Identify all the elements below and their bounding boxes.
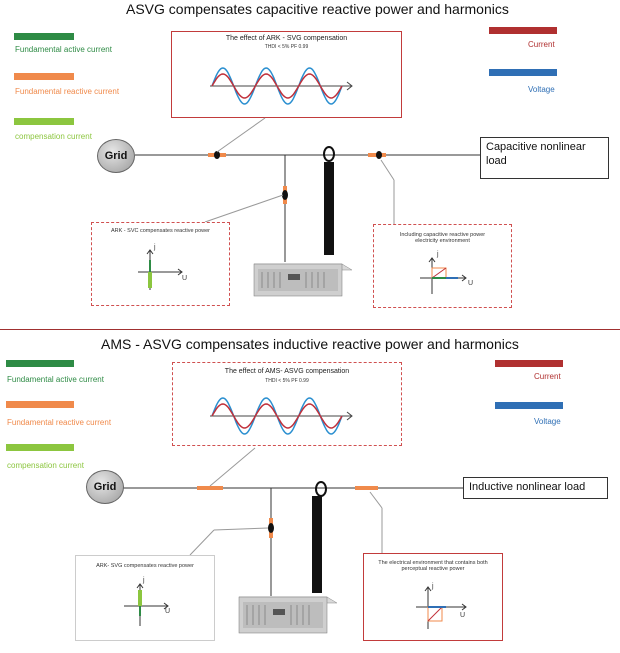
vector-box-right-2-title: The electrical environment that contains… <box>378 560 488 572</box>
panel1-wiring <box>135 117 480 262</box>
legend-swatch-reactive <box>14 73 74 80</box>
panel-divider <box>0 329 620 330</box>
legend-label-reactive: Fundamental reactive current <box>15 87 120 96</box>
axis-j-left-2: j <box>143 577 145 584</box>
legend2-label-voltage: Voltage <box>534 417 561 426</box>
legend-swatch-active <box>14 33 74 40</box>
current-wave-2 <box>211 403 343 429</box>
phasor-right-1 <box>420 257 467 294</box>
legend-swatch-current <box>489 27 557 34</box>
panel2-title: AMS - ASVG compensates inductive reactiv… <box>101 336 519 352</box>
panel1-title: ASVG compensates capacitive reactive pow… <box>126 1 509 17</box>
axis-j-right-1: j <box>437 251 439 258</box>
waveform-1 <box>210 67 353 105</box>
wave-box-1-subtitle: THDI < 5% PF 0.99 <box>264 44 309 50</box>
legend-label-current: Current <box>528 40 555 49</box>
vector-box-left-2-title: ARK- SVG compensates reactive power <box>96 563 194 569</box>
legend2-label-active: Fundamental active current <box>7 375 104 384</box>
vector-box-right-1: Including capacitive reactive power elec… <box>373 224 512 308</box>
current-wave-1 <box>211 73 343 99</box>
axis-j-right-2: j <box>432 583 434 590</box>
legend-label-voltage: Voltage <box>528 85 555 94</box>
legend2-label-reactive: Fundamental reactive current <box>7 418 112 427</box>
legend2-label-compensation: compensation current <box>7 461 84 470</box>
wave-box-2-title: The effect of AMS- ASVG compensation <box>224 368 350 375</box>
phasor-left-2 <box>124 583 169 626</box>
legend2-swatch-current <box>495 360 563 367</box>
axis-j-left-1: j <box>154 244 156 251</box>
legend2-swatch-reactive <box>6 401 74 408</box>
legend-label-compensation: compensation current <box>15 132 92 141</box>
axis-u-right-2: U <box>460 612 466 619</box>
axis-u-right-1: U <box>468 280 474 287</box>
legend2-swatch-voltage <box>495 402 563 409</box>
phasor-left-1 <box>138 249 183 290</box>
axis-u-left-2: U <box>165 608 171 615</box>
legend2-label-current: Current <box>534 372 561 381</box>
phasor-right-2 <box>416 586 467 629</box>
legend-swatch-voltage <box>489 69 557 76</box>
wave-box-2: The effect of AMS- ASVG compensation THD… <box>172 362 402 446</box>
legend-label-active: Fundamental active current <box>15 45 112 54</box>
grid-node-2: Grid <box>86 470 124 504</box>
vector-box-left-1-title: ARK - SVC compensates reactive power <box>110 228 211 234</box>
wave-box-2-subtitle: THDI < 5% PF 0.99 <box>265 378 309 384</box>
legend2-swatch-compensation <box>6 444 74 451</box>
axis-u-left-1: U <box>182 275 188 282</box>
vector-box-left-1: ARK - SVC compensates reactive power <box>91 222 230 306</box>
vector-box-right-2: The electrical environment that contains… <box>363 553 503 641</box>
wave-box-1-title: The effect of ARK - SVG compensation <box>225 35 348 42</box>
vector-box-right-1-title: Including capacitive reactive power elec… <box>399 232 486 244</box>
grid-node-1: Grid <box>97 139 135 173</box>
capacitive-load-box: Capacitive nonlinear load <box>480 137 609 179</box>
waveform-2 <box>210 397 353 435</box>
legend-swatch-compensation <box>14 118 74 125</box>
legend2-swatch-active <box>6 360 74 367</box>
vector-box-left-2: ARK- SVG compensates reactive power <box>75 555 215 641</box>
inductive-load-box: Inductive nonlinear load <box>463 477 608 499</box>
